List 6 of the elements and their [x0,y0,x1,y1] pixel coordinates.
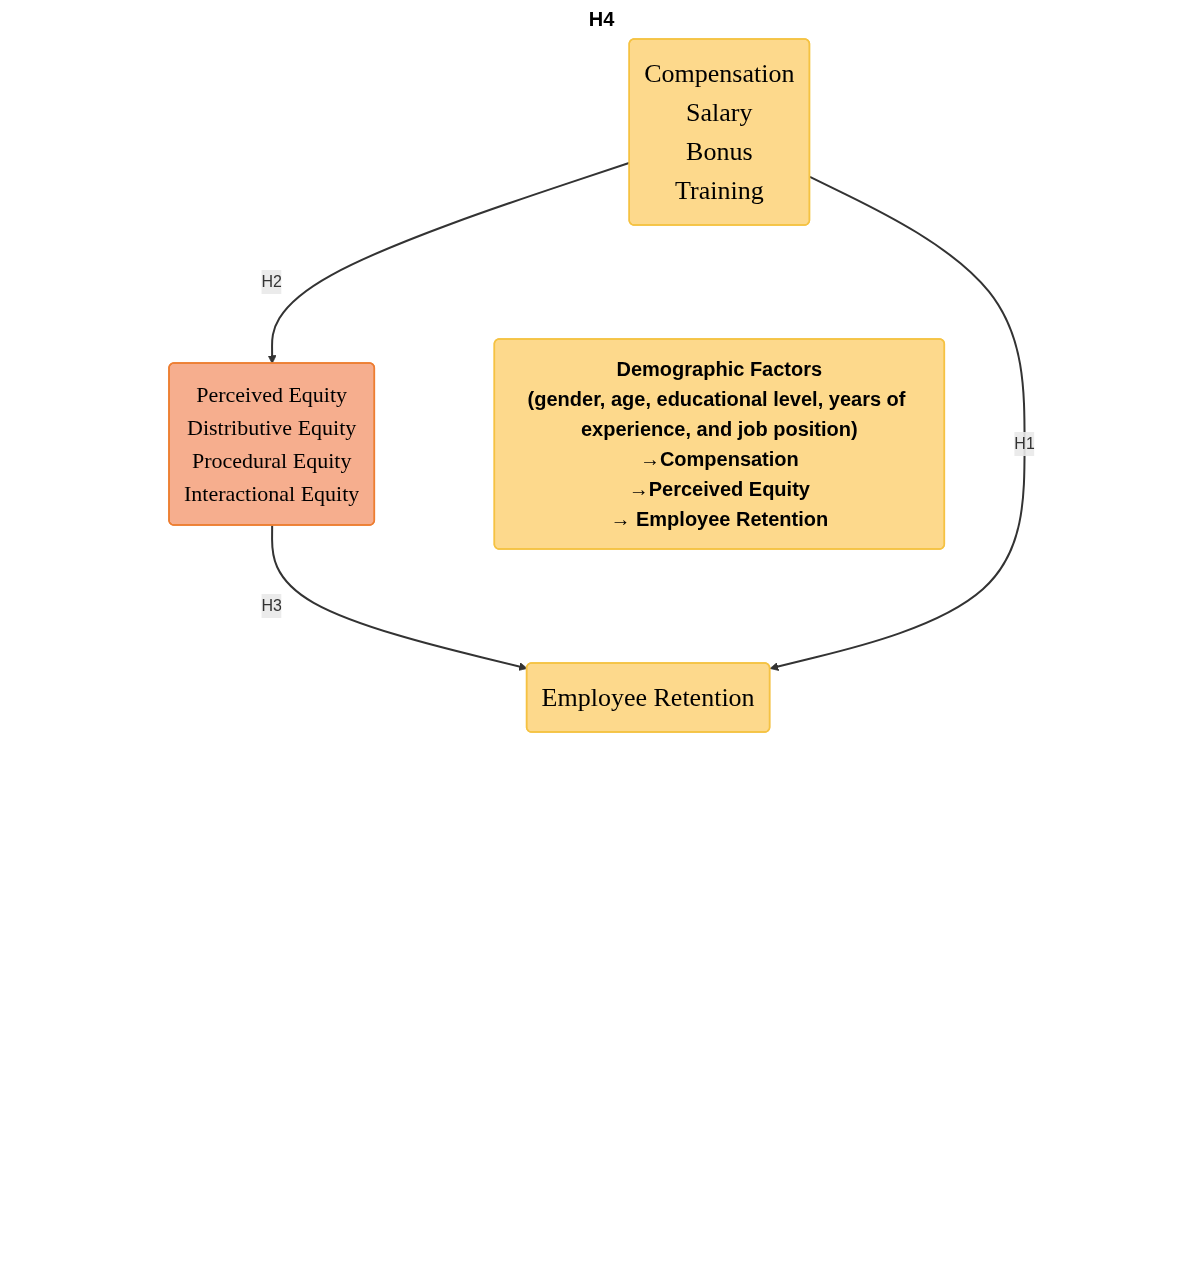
arrow [270,524,528,671]
edge-label: H3 [261,597,282,614]
arrow [769,175,1026,671]
edge-label: H1 [1013,435,1035,452]
hypothesis-label: H4 [588,8,615,30]
edge-label: H2 [261,273,282,290]
